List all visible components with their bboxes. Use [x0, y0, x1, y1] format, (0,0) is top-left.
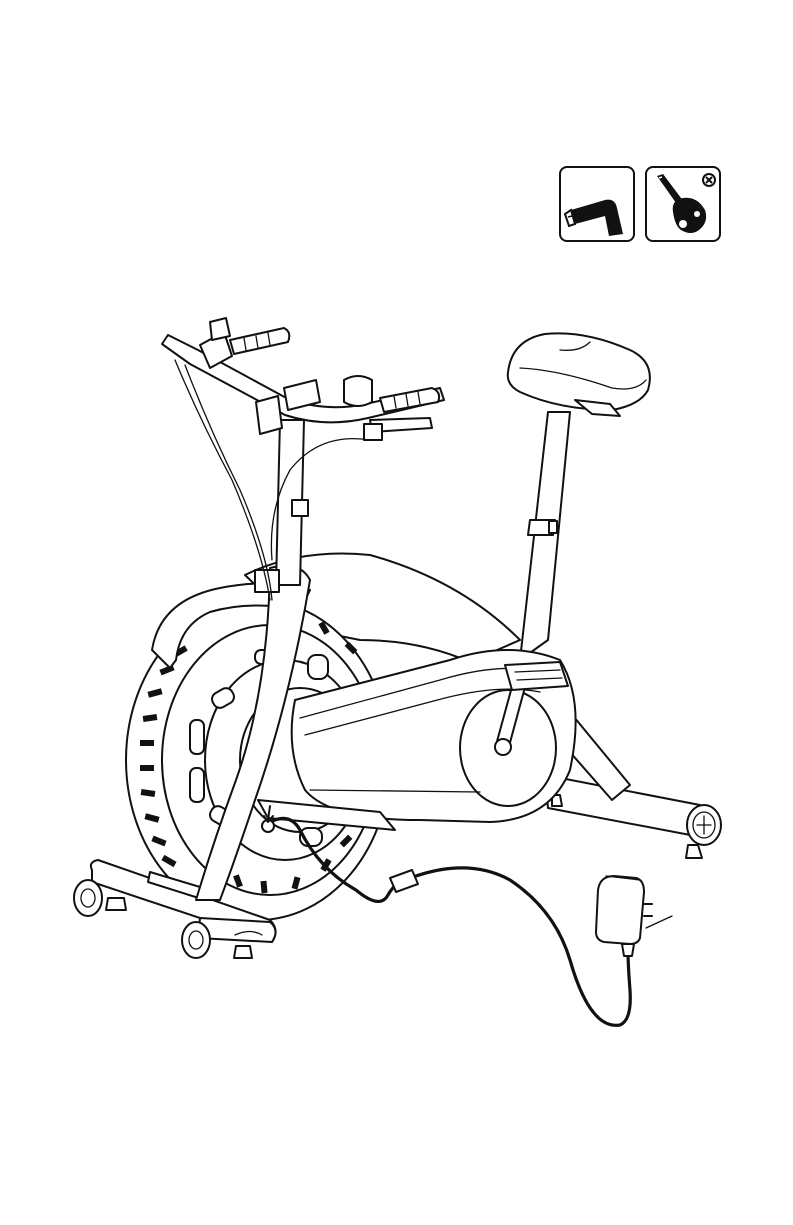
ac-adapter: [596, 876, 672, 956]
rear-stabilizer: [545, 775, 721, 858]
seat: [508, 333, 650, 416]
seat-post: [520, 412, 570, 660]
